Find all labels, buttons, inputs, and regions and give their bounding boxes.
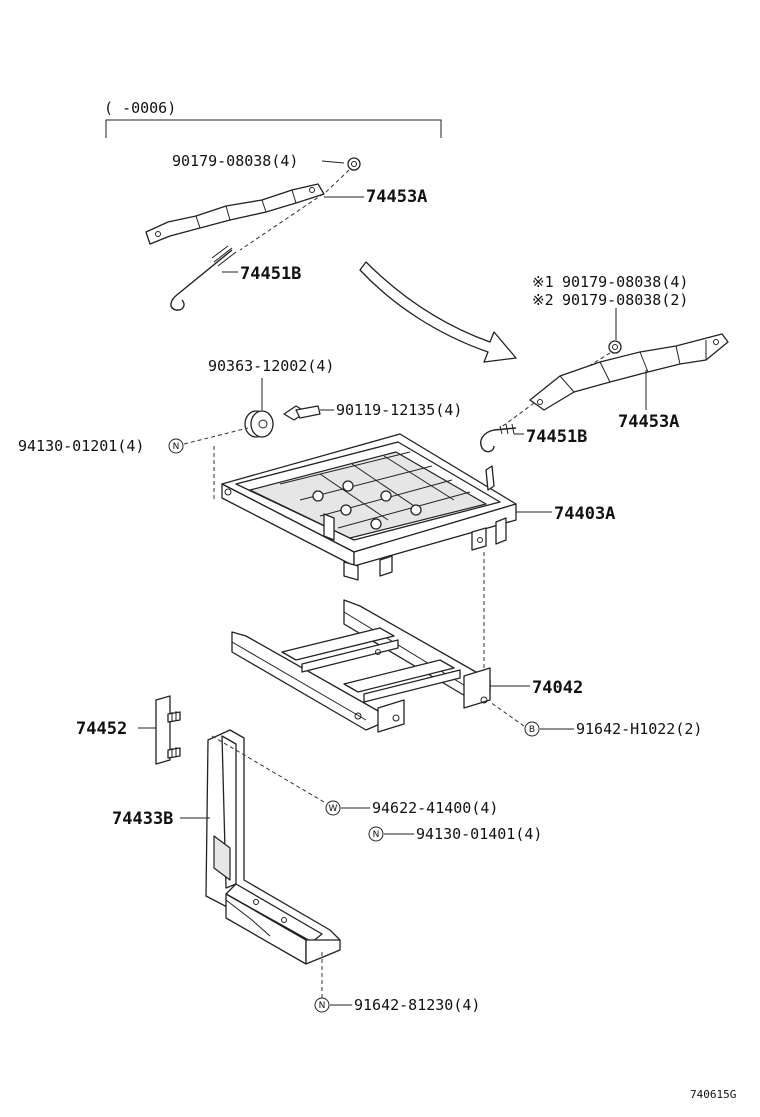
transition-arrow-icon — [359, 261, 517, 363]
marker-w-icon: W — [325, 800, 341, 816]
label-94130-01401[interactable]: 94130-01401(4) — [416, 825, 542, 843]
catalog-code: 740615G — [690, 1088, 736, 1101]
svg-text:W: W — [329, 804, 338, 814]
marker-n-icon-3: N — [314, 997, 330, 1013]
support-frame-74042 — [231, 599, 491, 733]
marker-n-icon-1: N — [168, 438, 184, 454]
svg-text:N: N — [373, 830, 380, 840]
label-74453a-left[interactable]: 74453A — [366, 187, 427, 207]
assembly-line-94622 — [211, 735, 325, 803]
clamp-bar-74453a-right — [529, 333, 729, 411]
label-90179-08038-right-2[interactable]: 90179-08038(2) — [562, 291, 688, 309]
nut-icon-right — [608, 340, 622, 354]
hook-bolt-74451b-right — [480, 423, 517, 453]
label-90179-08038-top[interactable]: 90179-08038(4) — [172, 152, 298, 170]
note-mark-1: ※1 — [532, 273, 554, 291]
hook-bolt-74451b-left — [170, 245, 237, 311]
svg-text:N: N — [319, 1001, 326, 1011]
label-74433b[interactable]: 74433B — [112, 809, 173, 829]
note-mark-2: ※2 — [532, 291, 554, 309]
label-90179-08038-right-1[interactable]: 90179-08038(4) — [562, 273, 688, 291]
label-90363-12002[interactable]: 90363-12002(4) — [208, 357, 334, 375]
nut-icon-top — [347, 157, 361, 171]
label-94130-01201[interactable]: 94130-01201(4) — [18, 437, 144, 455]
marker-b-icon: B — [524, 721, 540, 737]
label-74453a-right[interactable]: 74453A — [618, 412, 679, 432]
clamp-bar-74453a-left — [145, 183, 325, 245]
battery-tray-74403a — [221, 433, 517, 581]
range-bracket — [105, 119, 442, 138]
svg-text:N: N — [173, 442, 180, 452]
range-note: ( -0006) — [104, 99, 176, 117]
spacer-icon — [244, 410, 274, 438]
leader-90179-top — [321, 160, 345, 164]
marker-n-icon-2: N — [368, 826, 384, 842]
svg-text:B: B — [529, 725, 535, 735]
label-74451b-left[interactable]: 74451B — [240, 264, 301, 284]
label-74452[interactable]: 74452 — [76, 719, 127, 739]
label-90119-12135[interactable]: 90119-12135(4) — [336, 401, 462, 419]
label-74403a[interactable]: 74403A — [554, 504, 615, 524]
assembly-line-top — [239, 169, 350, 251]
label-74042[interactable]: 74042 — [532, 678, 583, 698]
stud-plate-74452 — [155, 695, 181, 765]
label-91642-81230[interactable]: 91642-81230(4) — [354, 996, 480, 1014]
label-94622-41400[interactable]: 94622-41400(4) — [372, 799, 498, 817]
bolt-icon-90119 — [283, 405, 321, 421]
l-bracket-74433b — [205, 729, 341, 965]
label-74451b-right[interactable]: 74451B — [526, 427, 587, 447]
label-91642-h1022[interactable]: 91642-H1022(2) — [576, 720, 702, 738]
assembly-line-spacer — [183, 427, 249, 445]
assembly-line-91642-h — [489, 701, 525, 727]
